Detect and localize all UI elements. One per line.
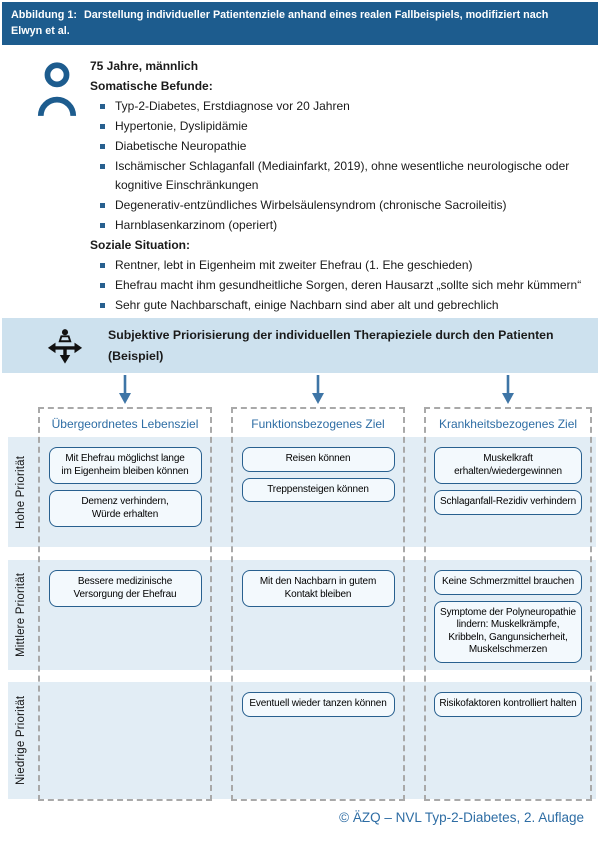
- cell-life-low: [40, 683, 210, 799]
- cell-function-medium: Mit den Nachbarn in gutem Kontakt bleibe…: [233, 561, 403, 683]
- goal-box: Demenz verhindern, Würde erhalten: [48, 490, 202, 527]
- column-life-goal: Übergeordnetes Lebensziel Mit Ehefrau mö…: [38, 407, 212, 801]
- down-arrow-icon: [312, 375, 324, 404]
- prioritization-banner-text: Subjektive Priorisierung der individuell…: [108, 327, 554, 363]
- figure-caption-text: Darstellung individueller Patientenziele…: [11, 9, 549, 37]
- goal-box: Treppensteigen können: [241, 477, 395, 502]
- column-header: Funktionsbezogenes Ziel: [251, 416, 385, 431]
- social-situation-heading: Soziale Situation:: [90, 238, 191, 252]
- goal-box: Eventuell wieder tanzen können: [241, 692, 395, 717]
- down-arrow-icon: [502, 375, 514, 404]
- column-header: Übergeordnetes Lebensziel: [51, 416, 199, 431]
- cell-life-medium: Bessere medizinische Versorgung der Ehef…: [40, 561, 210, 683]
- cell-disease-high: Muskelkraft erhalten/wiedergewinnen Schl…: [426, 438, 590, 561]
- somatic-item: Typ-2-Diabetes, Erstdiagnose vor 20 Jahr…: [90, 97, 582, 116]
- social-item: Rentner, lebt in Eigenheim mit zweiter E…: [90, 256, 582, 275]
- goal-box: Mit Ehefrau möglichst lange im Eigenheim…: [48, 447, 202, 484]
- goal-box: Schlaganfall-Rezidiv verhindern: [434, 490, 582, 515]
- goal-box: Mit den Nachbarn in gutem Kontakt bleibe…: [241, 570, 395, 607]
- somatic-item: Degenerativ-entzündliches Wirbelsäulensy…: [90, 196, 582, 215]
- column-function-goal: Funktionsbezogenes Ziel Reisen können Tr…: [231, 407, 405, 801]
- figure-caption-bar: Abbildung 1:Darstellung individueller Pa…: [2, 2, 598, 45]
- column-disease-goal: Krankheitsbezogenes Ziel Muskelkraft erh…: [424, 407, 592, 801]
- goal-box: Reisen können: [241, 447, 395, 472]
- patient-demographics: 75 Jahre, männlich: [90, 59, 199, 73]
- cell-disease-low: Risikofaktoren kontrolliert halten: [426, 683, 590, 799]
- cell-function-high: Reisen können Treppensteigen können: [233, 438, 403, 561]
- goal-box: Symptome der Polyneuropathie lindern: Mu…: [434, 600, 582, 663]
- goal-box: Muskelkraft erhalten/wiedergewinnen: [434, 447, 582, 484]
- somatic-item: Diabetische Neuropathie: [90, 137, 582, 156]
- row-label-high-priority: Hohe Priorität: [15, 455, 27, 529]
- patient-info-section: 75 Jahre, männlich Somatische Befunde: T…: [90, 57, 582, 316]
- patient-person-icon: [36, 60, 78, 129]
- social-item: Sehr gute Nachbarschaft, einige Nachbarn…: [90, 296, 582, 315]
- person-direction-arrows-icon: [46, 326, 84, 366]
- cell-disease-medium: Keine Schmerzmittel brauchen Symptome de…: [426, 561, 590, 683]
- cell-function-low: Eventuell wieder tanzen können: [233, 683, 403, 799]
- priority-matrix: Hohe Priorität Mittlere Priorität Niedri…: [0, 404, 600, 806]
- goal-box: Risikofaktoren kontrolliert halten: [434, 692, 582, 717]
- prioritization-banner: Subjektive Priorisierung der individuell…: [2, 318, 598, 373]
- somatic-item: Harnblasenkarzinom (operiert): [90, 216, 582, 235]
- goal-box: Keine Schmerzmittel brauchen: [434, 570, 582, 595]
- cell-life-high: Mit Ehefrau möglichst lange im Eigenheim…: [40, 438, 210, 561]
- social-item: Ehefrau macht ihm gesundheitliche Sorgen…: [90, 276, 582, 295]
- row-label-medium-priority: Mittlere Priorität: [15, 572, 27, 658]
- somatic-item: Ischämischer Schlaganfall (Mediainfarkt,…: [90, 157, 582, 195]
- row-label-low-priority: Niedrige Priorität: [15, 695, 27, 786]
- figure-caption-label: Abbildung 1:: [11, 9, 77, 21]
- down-arrow-icon: [119, 375, 131, 404]
- somatic-item: Hypertonie, Dyslipidämie: [90, 117, 582, 136]
- goal-box: Bessere medizinische Versorgung der Ehef…: [48, 570, 202, 607]
- copyright-footer: © ÄZQ – NVL Typ-2-Diabetes, 2. Auflage: [339, 810, 584, 825]
- somatic-findings-heading: Somatische Befunde:: [90, 79, 213, 93]
- column-header: Krankheitsbezogenes Ziel: [438, 416, 578, 431]
